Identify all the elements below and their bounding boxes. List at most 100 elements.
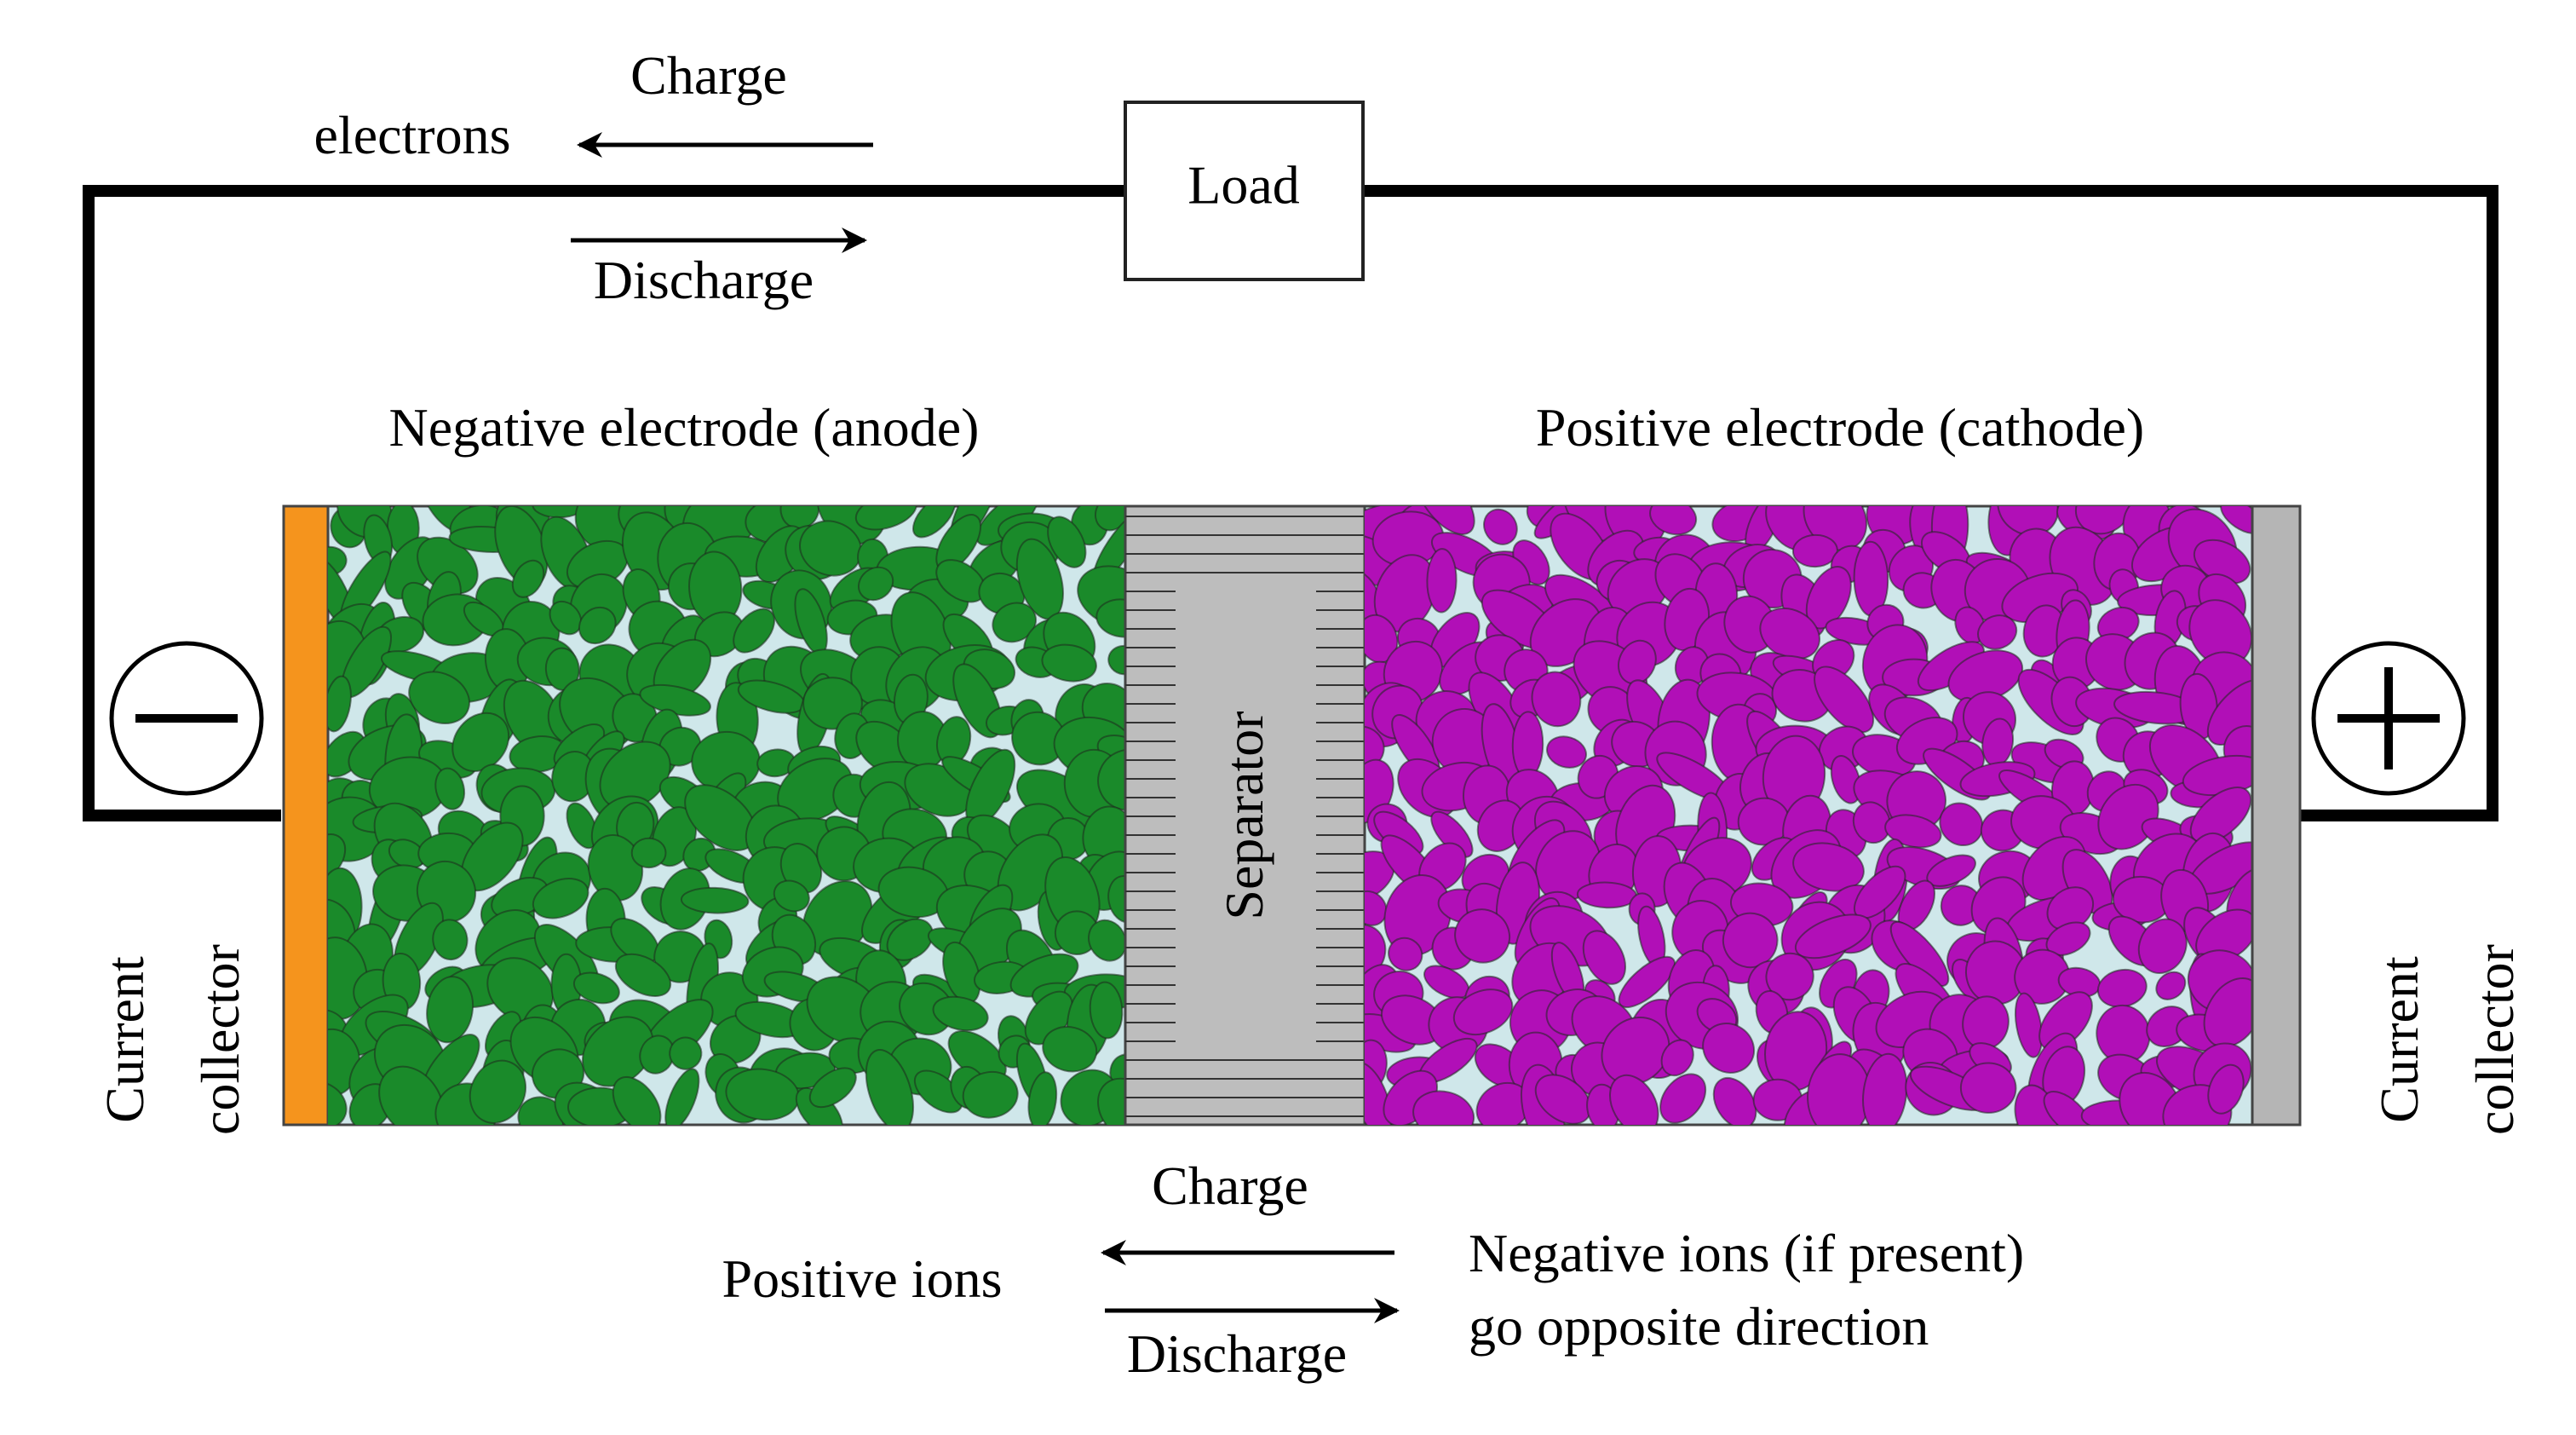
negative-electrode-label: Negative electrode (anode) [389,397,980,458]
anode-particles [328,506,1125,1125]
cathode-particle [1852,801,1891,844]
cathode-particle [1862,1052,1908,1125]
anode-particle [378,1065,444,1125]
anode-particle [854,506,917,531]
cathode-particle [1702,1023,1756,1074]
cathode-particle [2045,921,2091,956]
cathode-particle [1483,508,1518,545]
anode-particle [581,1016,654,1087]
cathode-particle [2203,977,2252,1048]
cathode-particle [2014,992,2044,1058]
cathode-particle [1997,506,2059,537]
cathode-particle [1791,533,1838,568]
positive-ions-label: Positive ions [722,1248,1003,1309]
anode-particle [614,953,672,997]
cathode-particles [1365,506,2252,1125]
cathode-particle [1430,810,1474,858]
positive-electrode-label: Positive electrode (cathode) [1536,397,2144,458]
anode-particle [612,1076,662,1125]
anode-particle [408,671,470,724]
negative-ions-label-line1: Negative ions (if present) [1469,1223,2024,1283]
cathode-particle [1534,1074,1592,1125]
anode-particle [549,600,583,636]
anode-particle [599,741,671,810]
electrons-label: electrons [314,105,511,165]
cathode-particle [1365,1062,1393,1125]
anode-particle [992,602,1037,643]
cathode-particle [1454,908,1511,964]
anode-particle [432,919,469,961]
cathode-particle [1452,988,1514,1036]
anode-particle [913,1069,963,1114]
cathode-particle [1803,506,1868,551]
cathode-particle [2206,678,2252,746]
anode-particle [1088,919,1125,962]
anode-particle [1047,516,1087,568]
cathode-particle [1365,924,1387,978]
cathode-particle [1659,1073,1707,1124]
anode-particle [1097,748,1125,811]
right-collector-label-line2: collector [2464,944,2525,1135]
anode-particle [669,1036,703,1070]
anode-particle [808,1067,857,1109]
negative-ions-label-line2: go opposite direction [1469,1296,1929,1357]
cathode-particle [1416,506,1475,535]
circuit-wire-left [83,185,1125,821]
cathode-particle [1649,506,1698,536]
anode-particle [1089,981,1124,1040]
anode-particle [328,675,352,733]
anode-particle [1107,875,1125,924]
anode-particle [511,559,545,598]
anode-particle [932,995,989,1032]
cathode-particle [1531,671,1582,728]
cathode-particle [2014,948,2071,1005]
left-current-collector [282,504,330,1127]
anode-particle [578,606,617,645]
anode-particle [328,1081,348,1125]
separator-label: Separator [1214,711,1274,919]
cathode-particle [1794,913,1872,960]
cathode-particle [2155,971,2187,1000]
anode-particle [733,608,775,654]
circuit-wire-right [1363,185,2498,821]
anode-particle [1097,1077,1125,1125]
cathode-particle [1601,1016,1670,1086]
anode-particle [1041,643,1097,683]
anode-particle [532,878,589,919]
cathode-particle [2043,1091,2092,1125]
anode-particle [572,971,620,1005]
anode-particle [451,712,510,773]
cathode-particle [1722,912,1779,969]
cathode-particle [1365,725,1385,770]
anode-particle [630,837,667,869]
cathode-particle [1582,930,1627,985]
bottom-charge-label: Charge [1152,1155,1308,1216]
cathode-particle [1792,842,1865,892]
anode-particle [865,1049,915,1125]
cathode-particle [2137,918,2188,974]
left-collector-label-line2: collector [190,944,250,1135]
cathode-particle [1765,952,1814,1001]
cathode-particle [1546,735,1587,769]
cathode-particle [2220,506,2252,534]
cathode-particle [1617,639,1657,685]
anode-particle [912,506,957,539]
top-discharge-label: Discharge [594,250,814,310]
right-current-collector [2251,504,2302,1127]
separator-hatch [1125,516,1365,1117]
cathode-particle [1977,614,2018,650]
cathode-particle [1939,802,1984,847]
anode-particle [680,886,750,914]
anode-particle [434,767,466,810]
cathode-particle [1712,1077,1757,1125]
cathode-particle [1814,666,1875,734]
anode-particle [469,1059,527,1124]
cathode-particle [1388,936,1423,971]
cathode-particle [1426,548,1458,614]
anode-particle [664,1068,700,1125]
right-collector-label-line1: Current [2369,956,2429,1123]
anode-particle [962,1070,1019,1119]
cathode-particle [1365,890,1388,926]
cathode-particle [2074,506,2132,535]
